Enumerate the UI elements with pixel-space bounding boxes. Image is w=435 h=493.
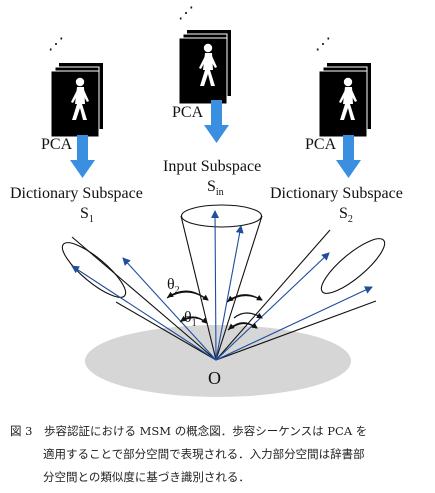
sequence-dots-input: ⋰ (178, 5, 194, 22)
origin-label: O (208, 368, 221, 388)
theta2-letter: θ (167, 276, 175, 293)
cone-input-sin (180, 204, 263, 361)
sequence-dots-right: ⋰ (315, 36, 331, 53)
caption-line-2: 適用することで部分空間で表現される．入力部分空間は辞書部 (43, 447, 365, 461)
sequence-dots-left: ⋰ (48, 36, 64, 53)
cone-dictionary-s1 (61, 236, 217, 361)
theta2-subscript: 2 (174, 285, 180, 297)
theta1-subscript: 1 (191, 318, 197, 330)
s1-letter: S (80, 205, 89, 222)
cone-dictionary-s2 (215, 229, 386, 361)
base-plane (85, 325, 351, 397)
pca-arrow-right (336, 135, 361, 178)
s1-subscript: 1 (88, 214, 94, 226)
dictionary-subspace-symbol-1: S1 (80, 205, 94, 225)
pca-label-input: PCA (172, 104, 204, 121)
s2-subscript: 2 (347, 214, 353, 226)
angle-arcs (166, 290, 263, 331)
caption-line-1: 図 3 歩容認証における MSM の概念図．歩容シーケンスは PCA を (10, 424, 368, 438)
input-subspace-symbol: Sin (207, 178, 224, 198)
input-subspace-label: Input Subspace (163, 158, 262, 175)
caption-line-3: 分空間との類似度に基づき識別される． (43, 470, 250, 484)
pca-arrow-left (70, 135, 95, 178)
s-in-subscript: in (215, 187, 224, 199)
figure-caption: 図 3 歩容認証における MSM の概念図．歩容シーケンスは PCA を 適用す… (10, 420, 430, 489)
s2-letter: S (339, 205, 348, 222)
s-in-letter: S (207, 178, 216, 195)
gait-sequence-right (318, 63, 371, 138)
pca-label-left: PCA (41, 136, 73, 153)
gait-sequence-input (178, 30, 231, 105)
gait-sequence-left (50, 63, 103, 138)
theta1-label: θ1 (184, 309, 197, 329)
pca-label-right: PCA (305, 136, 337, 153)
dictionary-subspace-label-2: Dictionary Subspace (270, 185, 403, 202)
basis-vectors (71, 210, 373, 361)
dictionary-subspace-label-1: Dictionary Subspace (10, 185, 143, 202)
theta1-letter: θ (184, 309, 192, 326)
dictionary-subspace-symbol-2: S2 (339, 205, 353, 225)
theta2-label: θ2 (167, 276, 180, 296)
pca-arrow-input (204, 100, 229, 143)
